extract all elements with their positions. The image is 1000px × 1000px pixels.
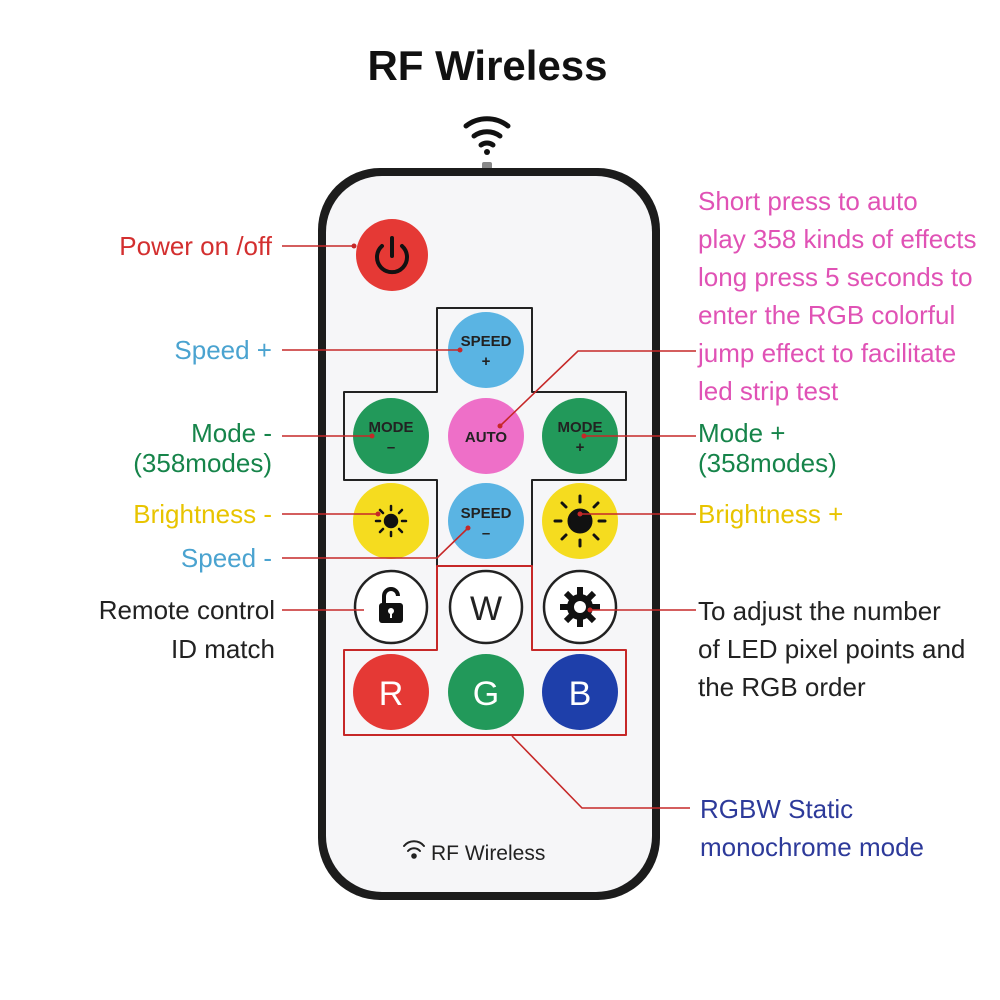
auto-label: AUTO [465, 429, 508, 446]
sun-icon [553, 494, 607, 548]
callout-lines [282, 245, 696, 809]
brightness-minus-callout: Brightness - [133, 499, 272, 529]
id-match-button[interactable] [353, 569, 429, 645]
speed-plus-callout: Speed + [174, 335, 272, 365]
svg-text:+: + [482, 353, 491, 370]
svg-text:–: – [387, 439, 395, 456]
mode-minus-button[interactable]: MODE – [353, 398, 429, 474]
svg-text:+: + [576, 439, 585, 456]
white-button-label: W [470, 590, 502, 628]
id-match-callout: Remote control [98, 595, 275, 625]
rgbw-callout: RGBW Static [700, 794, 854, 824]
mode-plus-callout-sub: (358modes) [698, 448, 837, 478]
mode-minus-label: MODE [369, 419, 414, 436]
rgbw-callout-sub: monochrome mode [700, 832, 924, 862]
mode-plus-button[interactable]: MODE + [542, 398, 618, 474]
blue-button-label: B [569, 675, 592, 713]
speed-plus-label: SPEED [461, 333, 512, 350]
speed-minus-callout: Speed - [180, 543, 272, 573]
mode-minus-callout: Mode - [191, 418, 272, 448]
auto-description: Short press to auto play 358 kinds of ef… [698, 186, 977, 406]
setting-button[interactable] [542, 569, 618, 645]
blue-button[interactable]: B [542, 654, 618, 730]
white-button[interactable]: W [448, 569, 524, 645]
red-button[interactable]: R [353, 654, 429, 730]
id-match-callout-sub: ID match [170, 634, 275, 664]
brightness-plus-callout: Brightness + [698, 499, 844, 529]
remote-brand-label: RF Wireless [431, 842, 545, 865]
sun-icon [374, 504, 408, 538]
speed-plus-button[interactable]: SPEED + [448, 312, 524, 388]
mode-plus-callout: Mode + [698, 418, 786, 448]
wifi-icon [403, 840, 425, 859]
brightness-minus-button[interactable] [353, 483, 429, 559]
lock-icon [379, 587, 403, 623]
power-label: Power on /off [119, 231, 272, 261]
auto-button[interactable]: AUTO [448, 398, 524, 474]
page-title: RF Wireless [367, 42, 608, 89]
power-button[interactable] [356, 219, 428, 291]
power-icon [375, 236, 409, 275]
speed-minus-label: SPEED [461, 505, 512, 522]
setting-description: To adjust the number of LED pixel points… [698, 596, 966, 702]
green-button[interactable]: G [448, 654, 524, 730]
speed-minus-button[interactable]: SPEED – [448, 483, 524, 559]
wifi-icon [463, 116, 511, 155]
red-button-label: R [379, 675, 404, 713]
svg-text:–: – [482, 525, 490, 542]
gear-icon [560, 587, 600, 627]
mode-plus-label: MODE [558, 419, 603, 436]
callout-dots [351, 243, 593, 613]
green-button-label: G [473, 675, 499, 713]
brightness-plus-button[interactable] [542, 483, 618, 559]
mode-minus-callout-sub: (358modes) [133, 448, 272, 478]
